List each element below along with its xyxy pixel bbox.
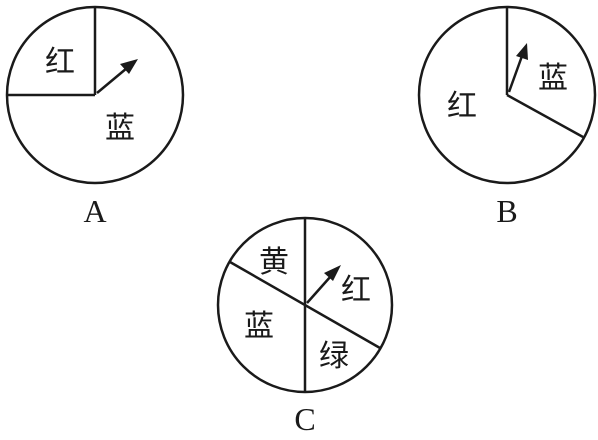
spinner-c-caption: C [294, 401, 315, 437]
spinner-b-pointer-arrow-icon [507, 43, 528, 93]
spinner-a-caption: A [83, 193, 106, 229]
spinner-a: 红 蓝 A [5, 5, 185, 229]
spinner-c-region-yellow-label: 黄 [259, 245, 289, 280]
spinner-b: 蓝 红 B [417, 5, 597, 229]
spinner-c-pointer-arrow-icon [306, 265, 341, 304]
spinner-a-region-red-label: 红 [45, 45, 75, 80]
spinner-a-pointer-arrow-icon [96, 59, 138, 94]
spinner-c-region-red-label: 红 [341, 273, 371, 308]
spinner-b-region-red-label: 红 [447, 89, 477, 124]
spinner-b-region-blue-label: 蓝 [538, 61, 568, 96]
spinner-b-divider-right [506, 93, 584, 139]
spinner-c-region-green-label: 绿 [319, 339, 349, 374]
spinner-c: 黄 红 蓝 绿 C [216, 216, 394, 437]
spinner-a-region-blue-label: 蓝 [105, 111, 135, 146]
spinner-c-divider-diagonal [229, 260, 381, 350]
spinner-c-region-blue-label: 蓝 [244, 309, 274, 344]
spinner-b-caption: B [496, 193, 517, 229]
